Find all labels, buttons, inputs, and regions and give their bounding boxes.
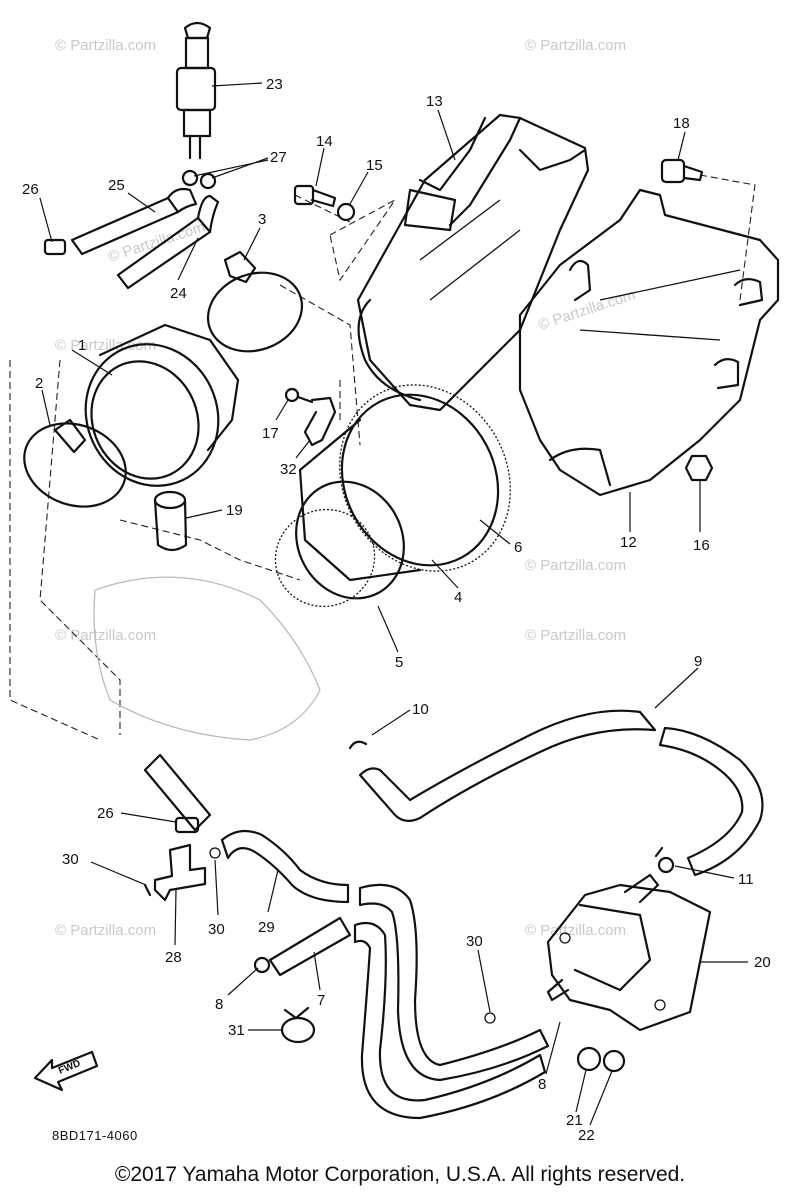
callout-12: 12	[620, 534, 637, 551]
callout-23: 23	[266, 76, 283, 93]
callout-3: 3	[258, 211, 266, 228]
intake-joint	[23, 323, 240, 508]
copyright-footer: ©2017 Yamaha Motor Corporation, U.S.A. A…	[114, 1163, 686, 1186]
callout-11: 11	[738, 871, 754, 888]
hose-clamp-3	[206, 250, 304, 353]
callout-5: 5	[395, 654, 403, 671]
callout-8: 8	[215, 996, 223, 1013]
callout-32: 32	[280, 461, 297, 478]
parts-diagram: © Partzilla.com © Partzilla.com © Partzi…	[9, 21, 780, 1144]
callout-8: 8	[538, 1076, 546, 1093]
bolt-18	[660, 158, 704, 184]
screw-and-bracket	[284, 387, 337, 447]
callout-30: 30	[466, 933, 483, 950]
callout-26: 26	[97, 805, 114, 822]
diagram-code: 8BD171-4060	[52, 1128, 138, 1143]
callout-15: 15	[366, 157, 383, 174]
callout-6: 6	[514, 539, 522, 556]
callout-13: 13	[426, 93, 443, 110]
callout-29: 29	[258, 919, 275, 936]
watermark: © Partzilla.com	[525, 627, 626, 644]
callout-18: 18	[673, 115, 690, 132]
callout-30: 30	[62, 851, 79, 868]
callout-22: 22	[578, 1127, 595, 1144]
air-box-cover	[356, 113, 590, 412]
callout-27: 27	[270, 149, 287, 166]
vacuum-hoses-upper	[43, 169, 220, 290]
callout-7: 7	[317, 992, 325, 1009]
watermark: © Partzilla.com	[55, 922, 156, 939]
callout-9: 9	[694, 653, 702, 670]
leader-lines	[39, 82, 748, 1126]
assembly-lines	[9, 174, 756, 741]
callout-20: 20	[754, 954, 771, 971]
callout-19: 19	[226, 502, 243, 519]
callout-25: 25	[108, 177, 125, 194]
watermark: © Partzilla.com	[106, 218, 207, 265]
callout-1: 1	[78, 337, 86, 354]
hose-clip	[280, 1006, 316, 1044]
callout-17: 17	[262, 425, 279, 442]
watermark: © Partzilla.com	[55, 37, 156, 54]
watermark: © Partzilla.com	[525, 922, 626, 939]
callout-24: 24	[170, 285, 187, 302]
callout-21: 21	[566, 1112, 583, 1129]
callout-labels: 1 2 3 4 5 6 7 8 8 9 10 11 12 13 14 15 16…	[22, 76, 771, 1144]
fuel-hose-9	[348, 709, 764, 877]
callout-14: 14	[316, 133, 333, 150]
vacuum-hoses-lower	[143, 753, 550, 1120]
switch-assembly	[175, 21, 217, 160]
watermark-layer: © Partzilla.com © Partzilla.com © Partzi…	[55, 37, 637, 939]
callout-31: 31	[228, 1022, 245, 1039]
air-box-case	[518, 188, 780, 497]
callout-4: 4	[454, 589, 462, 606]
fuel-pump	[546, 873, 712, 1073]
callout-10: 10	[412, 701, 429, 718]
forward-arrow-icon: FWD	[33, 1050, 99, 1092]
watermark: © Partzilla.com	[525, 37, 626, 54]
engine-outline	[93, 576, 321, 741]
callout-28: 28	[165, 949, 182, 966]
callout-16: 16	[693, 537, 710, 554]
nut	[684, 454, 714, 482]
carburetor-joint	[274, 384, 511, 608]
callout-26: 26	[22, 181, 39, 198]
bolt-and-washer	[293, 184, 356, 222]
callout-30: 30	[208, 921, 225, 938]
drain-plug	[153, 490, 188, 552]
callout-2: 2	[35, 375, 43, 392]
hose-clamp-11	[654, 846, 675, 874]
watermark: © Partzilla.com	[55, 627, 156, 644]
watermark: © Partzilla.com	[525, 557, 626, 574]
